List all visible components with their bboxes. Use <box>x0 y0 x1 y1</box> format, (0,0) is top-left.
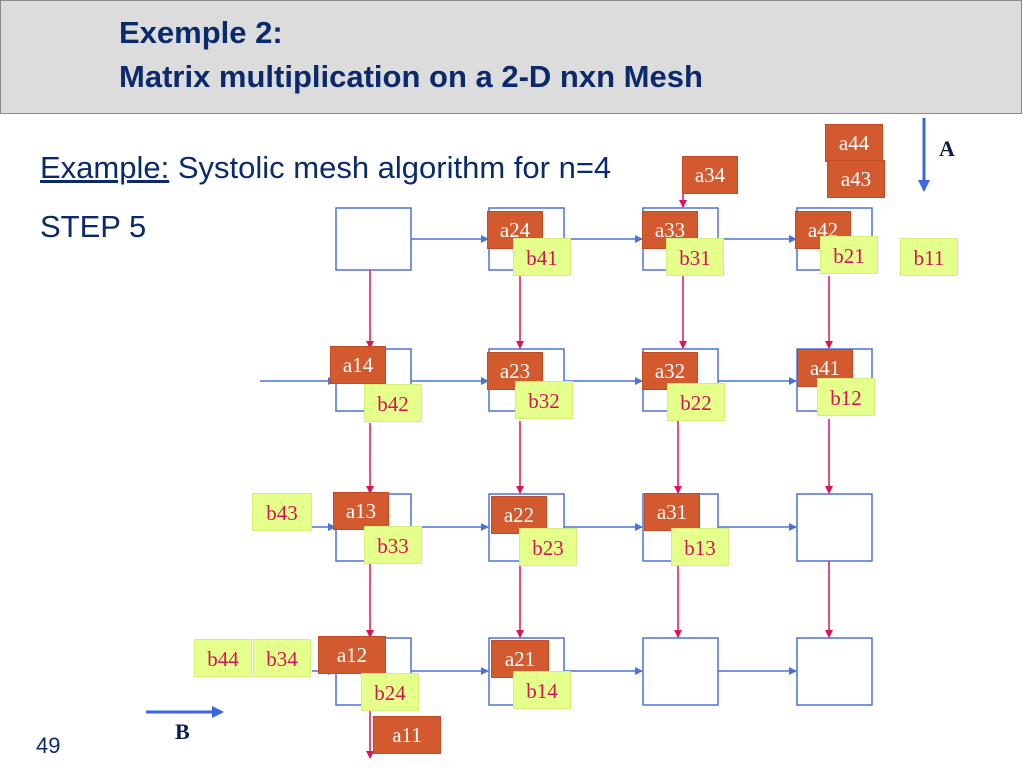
mesh-node-r3c4 <box>796 493 873 562</box>
a43-block: a43 <box>827 160 885 198</box>
example-heading: Example: Systolic mesh algorithm for n=4 <box>40 150 611 186</box>
b34-block: b34 <box>253 639 311 677</box>
page-number: 49 <box>36 733 61 758</box>
step-label: STEP 5 <box>40 209 147 244</box>
b24-block: b24 <box>361 673 419 711</box>
b11-block: b11 <box>900 238 958 276</box>
b32-block: b32 <box>515 381 573 419</box>
a44-block: a44 <box>825 124 883 162</box>
a14-block: a14 <box>330 346 386 384</box>
b31-block: b31 <box>666 238 724 276</box>
example-label: Example: <box>40 150 170 185</box>
b42-block: b42 <box>364 384 422 422</box>
b33-block: b33 <box>364 526 422 564</box>
b22-block: b22 <box>667 383 725 421</box>
b12-block: b12 <box>817 378 875 416</box>
b23-block: b23 <box>519 528 577 566</box>
mesh-node-r4c4 <box>796 637 873 706</box>
title-line-2: Matrix multiplication on a 2-D nxn Mesh <box>119 59 703 94</box>
a-direction-label: A <box>939 136 955 161</box>
b44-block: b44 <box>194 639 252 677</box>
a11-block: a11 <box>373 716 441 754</box>
b14-block: b14 <box>513 671 571 709</box>
b-direction-label: B <box>175 719 190 744</box>
title-bar: Exemple 2: Matrix multiplication on a 2-… <box>0 0 1022 114</box>
mesh-node-r1c1 <box>335 207 412 271</box>
mesh-node-r4c3 <box>642 637 719 706</box>
a22-block: a22 <box>491 496 547 534</box>
a31-block: a31 <box>644 493 700 531</box>
a13-block: a13 <box>333 492 389 530</box>
example-text: Systolic mesh algorithm for n=4 <box>169 150 612 185</box>
b41-block: b41 <box>513 238 571 276</box>
title-line-1: Exemple 2: <box>119 15 283 50</box>
b13-block: b13 <box>671 528 729 566</box>
a12-block: a12 <box>318 636 386 674</box>
b43-block: b43 <box>252 493 312 531</box>
b21-block: b21 <box>820 236 878 274</box>
a34-block: a34 <box>682 156 738 194</box>
